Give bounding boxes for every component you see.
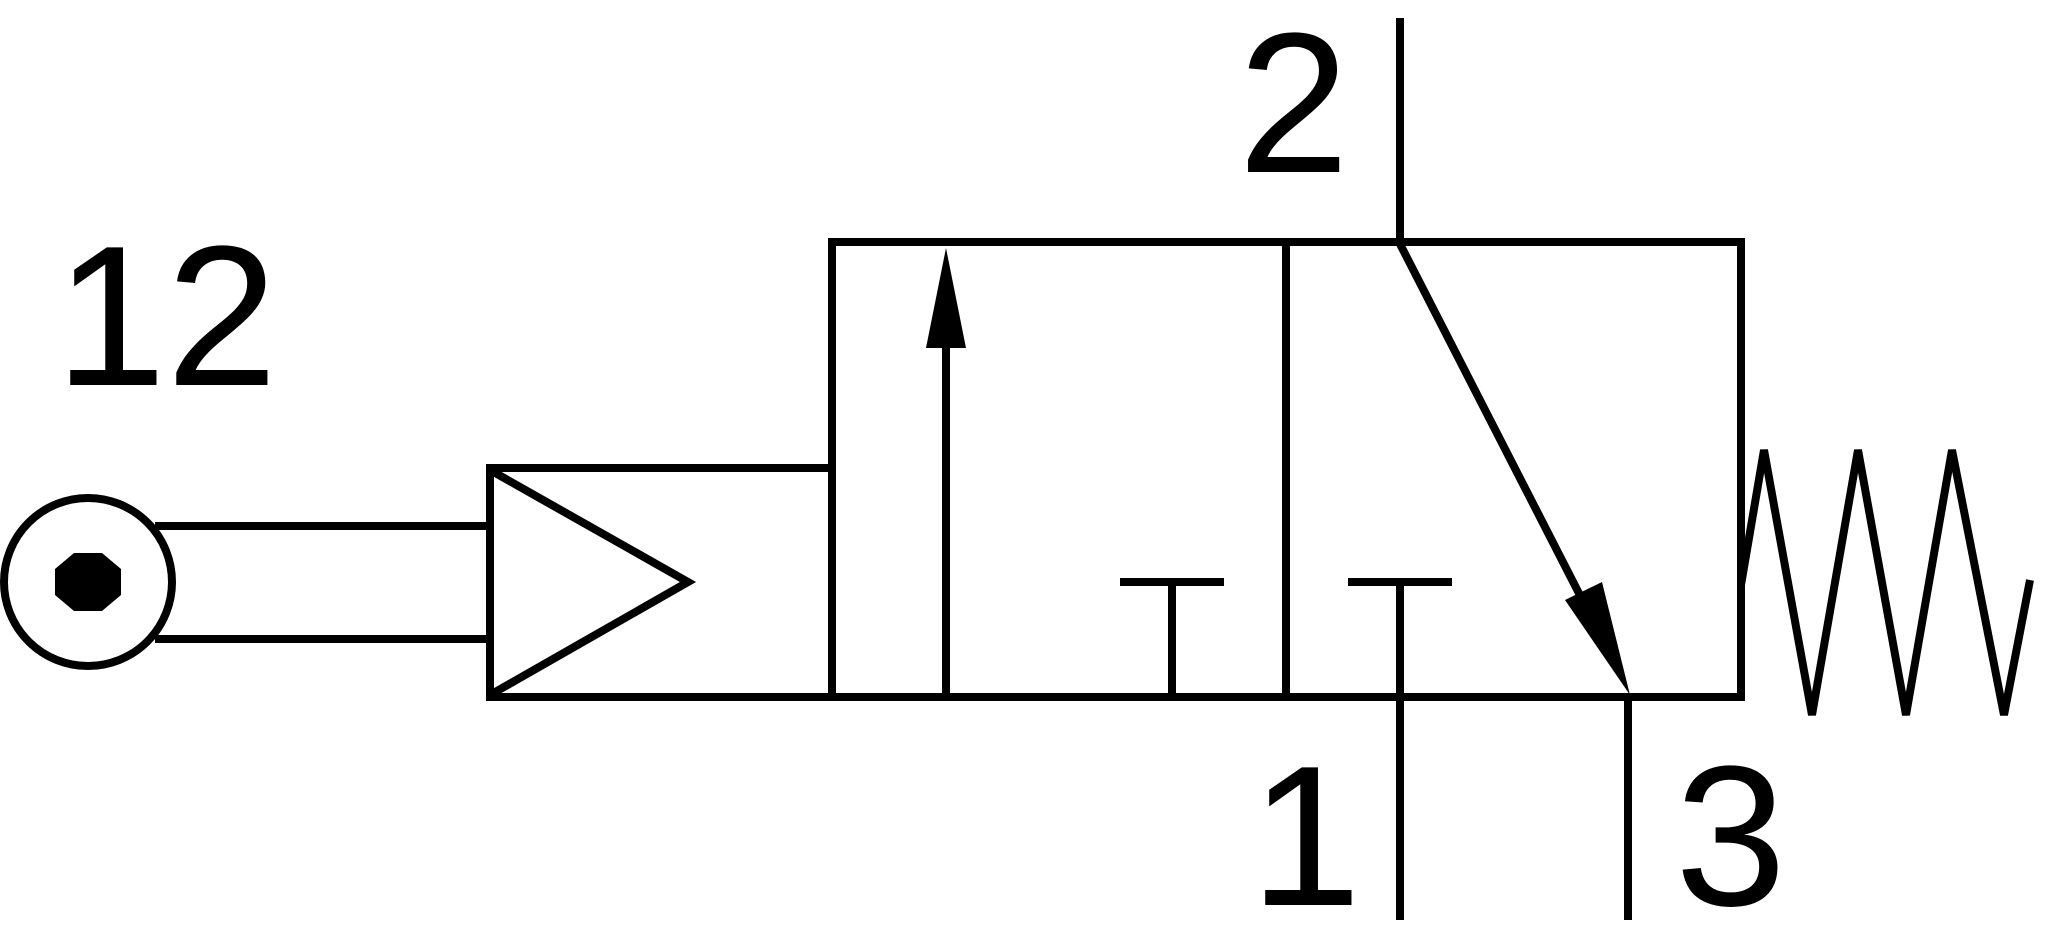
- plunger-housing: [486, 464, 828, 701]
- right-position-box: [1348, 242, 1630, 697]
- return-spring-icon: [1737, 449, 2034, 716]
- roller-actuator: [0, 494, 490, 670]
- port-label-3: 3: [1675, 725, 1786, 925]
- plunger-housing-outline: [486, 464, 828, 701]
- flow-arrow-up-icon: [926, 248, 966, 348]
- valve-body: [828, 238, 1745, 701]
- flow-arrow-diagonal-icon: [1565, 582, 1630, 695]
- port-label-1: 1: [1250, 725, 1361, 925]
- roller-circle: [0, 494, 176, 670]
- roller-hub-icon: [55, 553, 121, 611]
- flow-arrow-diagonal-shaft: [1396, 242, 1612, 652]
- plunger-triangle-icon: [488, 466, 697, 699]
- port-label-2: 2: [1238, 0, 1349, 215]
- port-label-12: 12: [55, 205, 277, 428]
- port-lines: [1396, 18, 1632, 920]
- left-position-box: [926, 248, 1224, 697]
